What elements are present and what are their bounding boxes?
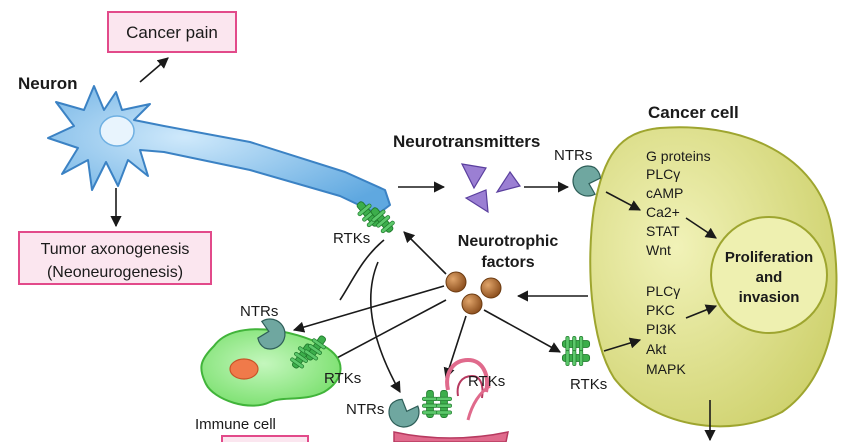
neuron-curve-connector — [339, 239, 385, 301]
cancer-rtks — [561, 335, 591, 367]
signal-stat: STAT — [646, 223, 680, 239]
neurotrophic-label-1: Neurotrophic — [458, 233, 559, 250]
axonogenesis-label: Tumor axonogenesis — [41, 241, 190, 258]
vessel-rtks — [421, 389, 453, 419]
rtks-vessel-label: RTKs — [468, 373, 505, 390]
arrow-factors-to-cancer-rtks — [483, 309, 561, 353]
tumor-axonogenesis-box: Tumor axonogenesis (Neoneurogenesis) — [18, 231, 212, 285]
arrow-upper-to-outcome — [685, 217, 717, 239]
signal-akt: Akt — [646, 341, 666, 357]
neurotransmitter-triangles — [460, 163, 521, 214]
signaling-upper-list: G proteins PLCγ cAMP Ca2+ STAT Wnt — [646, 148, 711, 258]
ntrs-vessel-label: NTRs — [346, 401, 384, 418]
cancer-pain-box: Cancer pain — [107, 11, 237, 53]
rtks-immune-label: RTKs — [324, 370, 361, 387]
arrow-neuron-to-vessel — [370, 261, 401, 393]
arrow-factors-to-immune-ntr — [292, 285, 445, 333]
bottom-partial-box — [221, 435, 309, 442]
rtks-cancer-label: RTKs — [570, 376, 607, 393]
neoneurogenesis-label: (Neoneurogenesis) — [47, 264, 183, 281]
blood-vessel — [393, 357, 509, 442]
signaling-lower-list: PLCγ PKC PI3K Akt MAPK — [646, 283, 686, 377]
arrow-ntr-to-signaling — [605, 191, 641, 211]
neurotransmitters-label: Neurotransmitters — [393, 132, 540, 151]
arrow-factors-to-immune-rtk — [317, 299, 447, 369]
signal-mapk: MAPK — [646, 361, 686, 377]
signal-wnt: Wnt — [646, 242, 671, 258]
signal-g-proteins: G proteins — [646, 148, 711, 164]
arrow-lower-to-outcome — [685, 304, 718, 319]
arrow-factors-to-neuron — [403, 231, 447, 275]
outcome-line-2: and — [756, 269, 783, 286]
outcome-line-3: invasion — [739, 289, 800, 306]
ntrs-cancer-label: NTRs — [554, 147, 592, 164]
immune-cell-label: Immune cell — [195, 416, 276, 433]
vessel-ntr-receptor — [382, 393, 424, 434]
arrow-rtks-to-signaling — [603, 337, 642, 352]
neurotrophic-factor-balls — [445, 271, 502, 315]
signal-pi3k: PI3K — [646, 321, 677, 337]
neuron-cell — [47, 85, 391, 215]
neuron-label: Neuron — [18, 74, 78, 93]
signal-ca2: Ca2+ — [646, 204, 680, 220]
signal-camp: cAMP — [646, 185, 683, 201]
neurotrophic-label-2: factors — [481, 254, 534, 271]
rtks-neuron-label: RTKs — [333, 230, 370, 247]
ntrs-immune-label: NTRs — [240, 303, 278, 320]
cancer-pain-label: Cancer pain — [126, 23, 218, 42]
arrow-to-cancer-pain — [139, 57, 169, 83]
signal-plcg-lower: PLCγ — [646, 283, 680, 299]
signal-plcg-upper: PLCγ — [646, 166, 680, 182]
neuron-nucleus — [99, 115, 135, 147]
nucleus-outcome-circle — [710, 216, 828, 334]
signal-pkc: PKC — [646, 302, 675, 318]
cancer-cell-label: Cancer cell — [648, 103, 739, 122]
immune-cell-nucleus — [229, 358, 259, 380]
outcome-line-1: Proliferation — [725, 249, 813, 266]
